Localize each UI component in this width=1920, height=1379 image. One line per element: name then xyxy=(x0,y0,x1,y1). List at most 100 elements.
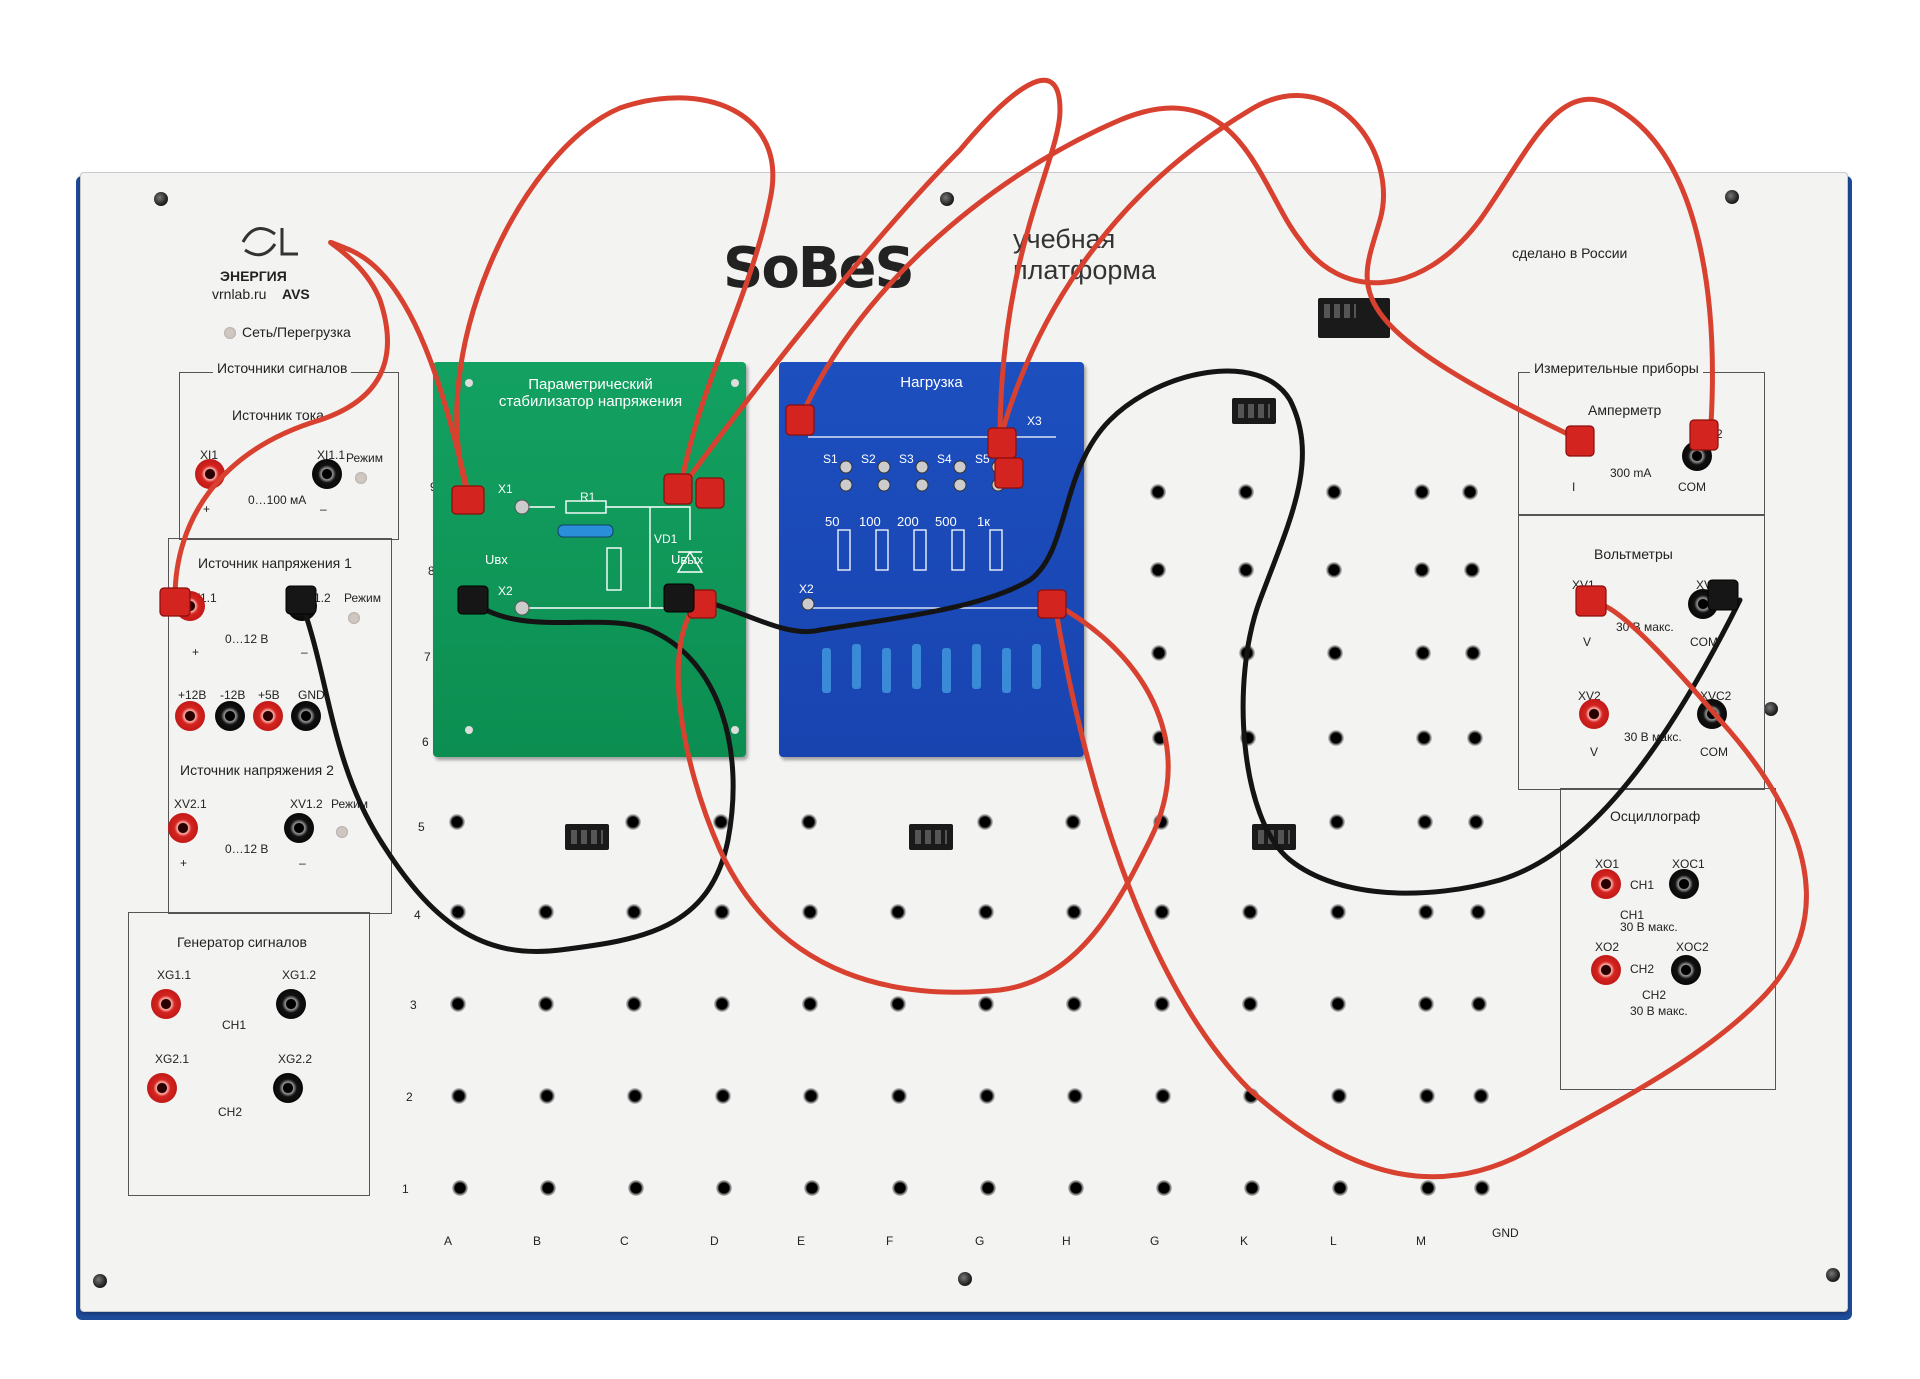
voltmeter-2-jack[interactable] xyxy=(1579,699,1609,729)
breadboard-socket[interactable] xyxy=(538,996,555,1012)
breadboard-socket[interactable] xyxy=(1065,904,1082,920)
breadboard-socket[interactable] xyxy=(450,996,467,1012)
stabilizer-module[interactable]: Параметрический стабилизатор напряжения … xyxy=(433,362,746,757)
current-source-minus-jack[interactable] xyxy=(312,459,342,489)
socket-connector[interactable] xyxy=(565,824,609,850)
breadboard-socket[interactable] xyxy=(976,814,993,830)
generator-ch1-jack[interactable] xyxy=(151,989,181,1019)
current-source-plus-jack[interactable] xyxy=(195,459,225,489)
voltage-source-2-title: Источник напряжения 2 xyxy=(180,762,334,778)
breadboard-socket[interactable] xyxy=(1413,484,1430,500)
socket-connector[interactable] xyxy=(1232,398,1276,424)
rail-plus5-jack[interactable] xyxy=(253,701,283,731)
breadboard-socket[interactable] xyxy=(1325,484,1342,500)
generator-ch1-gnd-jack[interactable] xyxy=(276,989,306,1019)
ribbon-connector[interactable] xyxy=(1318,298,1390,338)
breadboard-socket[interactable] xyxy=(540,1180,556,1196)
breadboard-socket[interactable] xyxy=(1332,1180,1348,1196)
breadboard-socket[interactable] xyxy=(1152,814,1169,830)
resistor-value: 100 xyxy=(859,514,881,529)
voltmeter-1-com-jack[interactable] xyxy=(1688,589,1718,619)
gnd-socket[interactable] xyxy=(1463,562,1480,578)
breadboard-socket[interactable] xyxy=(625,904,642,920)
breadboard-socket[interactable] xyxy=(628,1180,644,1196)
rail-gnd-jack[interactable] xyxy=(291,701,321,731)
scope-ch1-com-jack[interactable] xyxy=(1669,869,1699,899)
breadboard-socket[interactable] xyxy=(715,1088,732,1104)
gnd-socket[interactable] xyxy=(1468,814,1484,830)
screw xyxy=(154,192,168,206)
breadboard-socket[interactable] xyxy=(626,996,643,1012)
breadboard-socket[interactable] xyxy=(1064,814,1081,830)
breadboard-socket[interactable] xyxy=(1420,1180,1436,1196)
breadboard-socket[interactable] xyxy=(539,1088,556,1104)
gnd-socket[interactable] xyxy=(1472,1088,1489,1104)
breadboard-socket[interactable] xyxy=(1416,730,1432,746)
rail-minus12-jack[interactable] xyxy=(215,701,245,731)
breadboard-socket[interactable] xyxy=(452,1180,468,1196)
voltage-1-plus-jack[interactable] xyxy=(175,591,205,621)
breadboard-socket[interactable] xyxy=(804,1180,820,1196)
jack-label: XV2.1 xyxy=(174,797,207,811)
breadboard-socket[interactable] xyxy=(1416,814,1433,830)
breadboard-socket[interactable] xyxy=(713,904,730,920)
gnd-socket[interactable] xyxy=(1465,645,1481,661)
breadboard-socket[interactable] xyxy=(1068,1180,1084,1196)
breadboard-socket[interactable] xyxy=(1153,904,1170,920)
breadboard-socket[interactable] xyxy=(537,904,554,920)
breadboard-socket[interactable] xyxy=(980,1180,996,1196)
gnd-socket[interactable] xyxy=(1469,904,1486,920)
voltage-1-minus-jack[interactable] xyxy=(287,591,317,621)
breadboard-socket[interactable] xyxy=(1244,1180,1260,1196)
breadboard-socket[interactable] xyxy=(1328,814,1345,830)
breadboard-socket[interactable] xyxy=(889,904,906,920)
breadboard-socket[interactable] xyxy=(1328,730,1344,746)
scope-ch2-com-jack[interactable] xyxy=(1671,955,1701,985)
gnd-socket[interactable] xyxy=(1462,484,1478,500)
breadboard-socket[interactable] xyxy=(801,904,818,920)
voltmeter-2-com-jack[interactable] xyxy=(1697,699,1727,729)
breadboard-socket[interactable] xyxy=(1237,484,1254,500)
socket-connector[interactable] xyxy=(1252,824,1296,850)
voltage-2-plus-jack[interactable] xyxy=(168,813,198,843)
breadboard-socket[interactable] xyxy=(892,1180,908,1196)
breadboard-socket[interactable] xyxy=(627,1088,644,1104)
breadboard-socket[interactable] xyxy=(624,814,641,830)
breadboard-socket[interactable] xyxy=(979,1088,996,1104)
breadboard-socket[interactable] xyxy=(451,1088,468,1104)
breadboard-socket[interactable] xyxy=(714,996,731,1012)
breadboard-socket[interactable] xyxy=(800,814,817,830)
rail-plus12-jack[interactable] xyxy=(175,701,205,731)
socket-connector[interactable] xyxy=(909,824,953,850)
rail-label: +5В xyxy=(258,688,280,702)
breadboard-socket[interactable] xyxy=(891,1088,908,1104)
load-module[interactable]: Нагрузка X3 X2 S1 S2 S3 S4 S5 50 100 200… xyxy=(779,362,1084,757)
voltage-2-minus-jack[interactable] xyxy=(284,813,314,843)
scope-ch2-jack[interactable] xyxy=(1591,955,1621,985)
breadboard-socket[interactable] xyxy=(1149,484,1166,500)
breadboard-socket[interactable] xyxy=(802,996,819,1012)
breadboard-socket[interactable] xyxy=(1329,904,1346,920)
breadboard-socket[interactable] xyxy=(1240,730,1256,746)
scope-ch1-jack[interactable] xyxy=(1591,869,1621,899)
ammeter-com-jack[interactable] xyxy=(1682,441,1712,471)
breadboard-socket[interactable] xyxy=(803,1088,820,1104)
gnd-socket[interactable] xyxy=(1466,730,1483,746)
breadboard-socket[interactable] xyxy=(712,814,729,830)
breadboard-socket[interactable] xyxy=(1152,730,1168,746)
breadboard-socket[interactable] xyxy=(1156,1180,1172,1196)
breadboard-socket[interactable] xyxy=(977,904,994,920)
switch-label: S2 xyxy=(861,452,876,466)
breadboard-socket[interactable] xyxy=(448,814,465,830)
breadboard-socket[interactable] xyxy=(890,996,907,1012)
breadboard-socket[interactable] xyxy=(716,1180,732,1196)
breadboard-socket[interactable] xyxy=(1417,904,1434,920)
generator-ch2-jack[interactable] xyxy=(147,1073,177,1103)
gnd-socket[interactable] xyxy=(1474,1180,1490,1196)
instruments-title: Измерительные приборы xyxy=(1530,360,1703,376)
breadboard-socket[interactable] xyxy=(449,904,466,920)
gnd-socket[interactable] xyxy=(1471,996,1487,1012)
generator-ch2-gnd-jack[interactable] xyxy=(273,1073,303,1103)
breadboard-socket[interactable] xyxy=(978,996,995,1012)
breadboard-socket[interactable] xyxy=(1241,904,1258,920)
